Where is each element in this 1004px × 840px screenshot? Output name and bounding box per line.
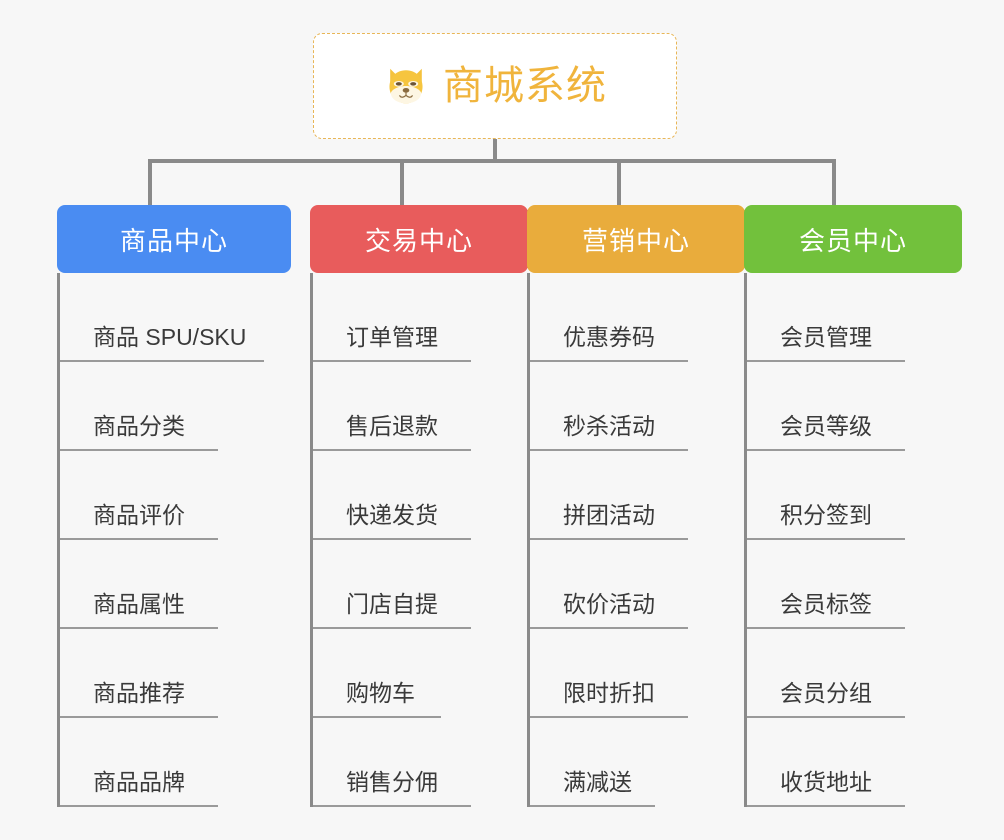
- leaf-label: 优惠券码: [563, 324, 655, 350]
- list-item[interactable]: 商品 SPU/SKU: [60, 273, 291, 362]
- leaf-label: 砍价活动: [563, 591, 655, 617]
- list-item[interactable]: 商品评价: [60, 451, 291, 540]
- leaf-underline: [530, 805, 655, 807]
- list-item[interactable]: 满减送: [530, 718, 745, 807]
- list-item[interactable]: 秒杀活动: [530, 362, 745, 451]
- leaf-underline: [313, 627, 471, 629]
- leaf-underline: [313, 716, 441, 718]
- leaf-label: 商品品牌: [93, 769, 185, 795]
- list-item[interactable]: 收货地址: [747, 718, 962, 807]
- root-node[interactable]: 商城系统: [313, 33, 677, 139]
- leaf-label: 售后退款: [346, 413, 438, 439]
- category-header-marketing[interactable]: 营销中心: [527, 205, 745, 273]
- list-item[interactable]: 销售分佣: [313, 718, 528, 807]
- list-item[interactable]: 会员标签: [747, 540, 962, 629]
- connector-drop-trade: [400, 159, 404, 207]
- leaf-label: 商品分类: [93, 413, 185, 439]
- category-label: 营销中心: [581, 225, 690, 256]
- leaf-list-member: 会员管理 会员等级 积分签到 会员标签 会员分组 收货地址: [744, 273, 962, 807]
- list-item[interactable]: 门店自提: [313, 540, 528, 629]
- category-label: 交易中心: [364, 225, 473, 256]
- leaf-label: 限时折扣: [563, 680, 655, 706]
- leaf-underline: [530, 360, 688, 362]
- list-item[interactable]: 拼团活动: [530, 451, 745, 540]
- branch-member: 会员中心 会员管理 会员等级 积分签到 会员标签 会员分组: [744, 205, 962, 807]
- leaf-underline: [313, 805, 471, 807]
- list-item[interactable]: 商品品牌: [60, 718, 291, 807]
- leaf-label: 商品评价: [93, 502, 185, 528]
- list-item[interactable]: 商品推荐: [60, 629, 291, 718]
- leaf-label: 会员标签: [780, 591, 872, 617]
- branch-marketing: 营销中心 优惠券码 秒杀活动 拼团活动 砍价活动 限时折扣: [527, 205, 745, 807]
- root-title: 商城系统: [443, 64, 607, 108]
- connector-root-vertical: [493, 139, 497, 162]
- shiba-dog-face-icon: [389, 68, 423, 104]
- leaf-label: 门店自提: [346, 591, 438, 617]
- leaf-label: 销售分佣: [346, 769, 438, 795]
- leaf-label: 商品推荐: [93, 680, 185, 706]
- leaf-underline: [747, 805, 905, 807]
- leaf-underline: [60, 716, 218, 718]
- leaf-label: 秒杀活动: [563, 413, 655, 439]
- leaf-list-products: 商品 SPU/SKU 商品分类 商品评价 商品属性 商品推荐 商品品牌: [57, 273, 291, 807]
- connector-horizontal-bus: [148, 159, 836, 163]
- list-item[interactable]: 商品属性: [60, 540, 291, 629]
- list-item[interactable]: 会员等级: [747, 362, 962, 451]
- branch-trade: 交易中心 订单管理 售后退款 快递发货 门店自提 购物车: [310, 205, 528, 807]
- leaf-label: 积分签到: [780, 502, 872, 528]
- leaf-underline: [530, 449, 688, 451]
- list-item[interactable]: 优惠券码: [530, 273, 745, 362]
- leaf-underline: [747, 449, 905, 451]
- list-item[interactable]: 会员管理: [747, 273, 962, 362]
- leaf-underline: [530, 716, 688, 718]
- leaf-underline: [747, 538, 905, 540]
- connector-drop-products: [148, 159, 152, 207]
- leaf-list-marketing: 优惠券码 秒杀活动 拼团活动 砍价活动 限时折扣 满减送: [527, 273, 745, 807]
- leaf-label: 会员等级: [780, 413, 872, 439]
- category-label: 会员中心: [798, 225, 907, 256]
- leaf-underline: [60, 538, 218, 540]
- leaf-label: 收货地址: [780, 769, 872, 795]
- leaf-underline: [60, 627, 218, 629]
- leaf-underline: [530, 627, 688, 629]
- category-label: 商品中心: [119, 225, 228, 256]
- connector-drop-member: [832, 159, 836, 207]
- leaf-list-trade: 订单管理 售后退款 快递发货 门店自提 购物车 销售分佣: [310, 273, 528, 807]
- leaf-label: 会员管理: [780, 324, 872, 350]
- leaf-underline: [530, 538, 688, 540]
- leaf-underline: [60, 360, 264, 362]
- list-item[interactable]: 积分签到: [747, 451, 962, 540]
- leaf-label: 订单管理: [346, 324, 438, 350]
- list-item[interactable]: 砍价活动: [530, 540, 745, 629]
- root-node-content: 商城系统: [383, 63, 607, 109]
- list-item[interactable]: 购物车: [313, 629, 528, 718]
- category-header-trade[interactable]: 交易中心: [310, 205, 528, 273]
- leaf-label: 拼团活动: [563, 502, 655, 528]
- list-item[interactable]: 售后退款: [313, 362, 528, 451]
- leaf-label: 购物车: [346, 680, 415, 706]
- branch-products: 商品中心 商品 SPU/SKU 商品分类 商品评价 商品属性 商品推荐: [57, 205, 291, 807]
- connector-drop-marketing: [617, 159, 621, 207]
- leaf-underline: [60, 805, 218, 807]
- category-header-products[interactable]: 商品中心: [57, 205, 291, 273]
- list-item[interactable]: 商品分类: [60, 362, 291, 451]
- leaf-underline: [313, 449, 471, 451]
- leaf-underline: [747, 716, 905, 718]
- list-item[interactable]: 快递发货: [313, 451, 528, 540]
- leaf-underline: [747, 627, 905, 629]
- leaf-label: 会员分组: [780, 680, 872, 706]
- list-item[interactable]: 订单管理: [313, 273, 528, 362]
- leaf-label: 商品 SPU/SKU: [93, 324, 247, 350]
- category-header-member[interactable]: 会员中心: [744, 205, 962, 273]
- leaf-underline: [313, 360, 471, 362]
- leaf-underline: [60, 449, 218, 451]
- leaf-label: 商品属性: [93, 591, 185, 617]
- list-item[interactable]: 限时折扣: [530, 629, 745, 718]
- list-item[interactable]: 会员分组: [747, 629, 962, 718]
- leaf-label: 满减送: [563, 769, 632, 795]
- leaf-underline: [313, 538, 471, 540]
- leaf-label: 快递发货: [346, 502, 438, 528]
- leaf-underline: [747, 360, 905, 362]
